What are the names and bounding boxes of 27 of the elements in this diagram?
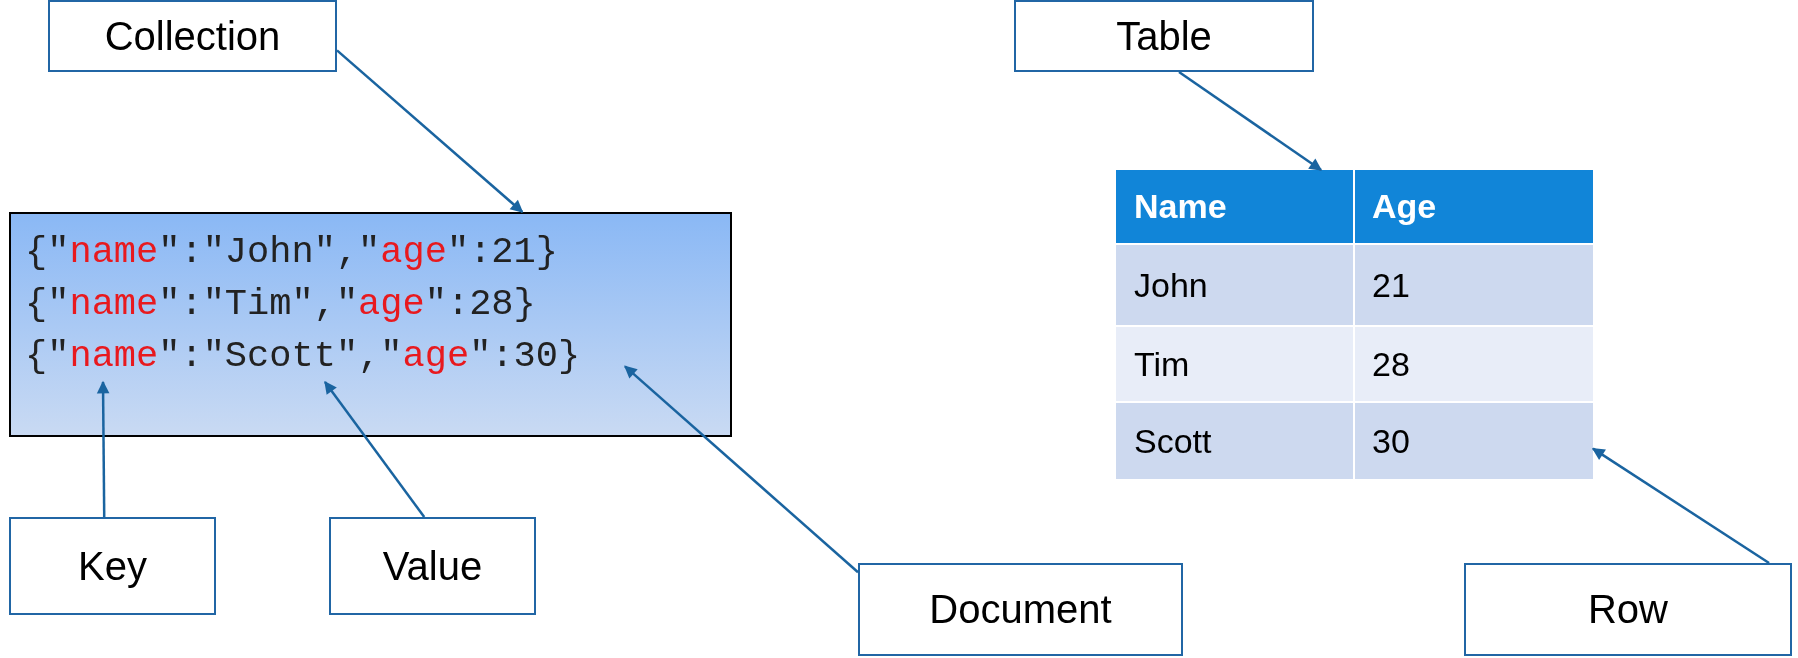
document-code-line: {"name":"Tim","age":28} <box>25 278 625 330</box>
cell-text: John <box>1133 265 1209 305</box>
arrow <box>336 49 524 213</box>
arrow <box>1178 70 1323 172</box>
cell-text: 28 <box>1371 344 1411 384</box>
document-code-line: {"name":"John","age":21} <box>25 226 625 278</box>
collection-panel <box>9 212 732 437</box>
cell-text: Scott <box>1133 421 1213 461</box>
callout-box: Value <box>329 517 536 615</box>
table-header-row <box>1116 170 1593 243</box>
arrow <box>624 365 859 574</box>
callout-box: Document <box>858 563 1183 656</box>
arrow <box>1591 447 1770 565</box>
callout-box: Row <box>1464 563 1792 656</box>
callout-box: Key <box>9 517 216 615</box>
document-code-line: {"name":"Scott","age":30} <box>25 330 625 382</box>
callout-box: Collection <box>48 0 337 72</box>
column-header: Name <box>1133 187 1228 226</box>
cell-text: 21 <box>1371 265 1411 305</box>
cell-text: 30 <box>1371 421 1411 461</box>
arrow <box>96 380 110 517</box>
column-header: Age <box>1371 187 1438 226</box>
table-row <box>1116 245 1593 325</box>
callout-box: Table <box>1014 0 1314 72</box>
arrow <box>324 380 426 518</box>
cell-text: Tim <box>1133 344 1191 384</box>
table-row <box>1116 403 1593 479</box>
